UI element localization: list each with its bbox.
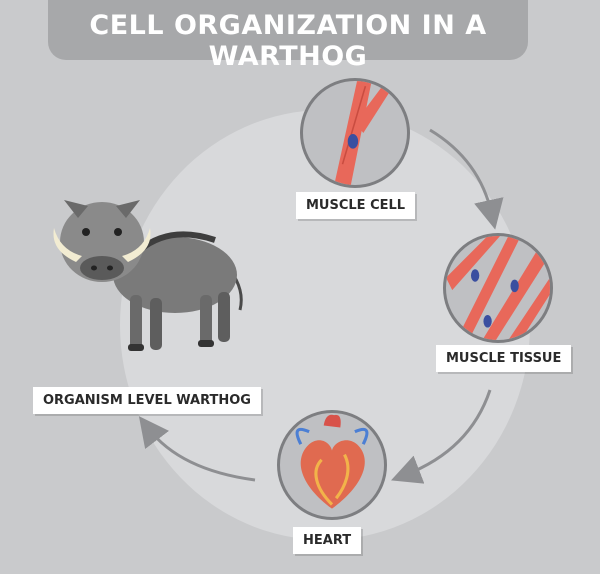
muscle-cell-image bbox=[300, 78, 410, 188]
heart-image bbox=[277, 410, 387, 520]
label-muscle-cell: MUSCLE CELL bbox=[296, 192, 416, 219]
title-banner: CELL ORGANIZATION IN A WARTHOG bbox=[48, 0, 528, 72]
label-heart: HEART bbox=[293, 527, 362, 554]
label-muscle-tissue: MUSCLE TISSUE bbox=[436, 345, 572, 372]
muscle-tissue-image bbox=[443, 233, 553, 343]
warthog-image bbox=[53, 200, 243, 351]
page-title: CELL ORGANIZATION IN A WARTHOG bbox=[89, 10, 487, 72]
label-organism: ORGANISM LEVEL WARTHOG bbox=[33, 387, 261, 414]
